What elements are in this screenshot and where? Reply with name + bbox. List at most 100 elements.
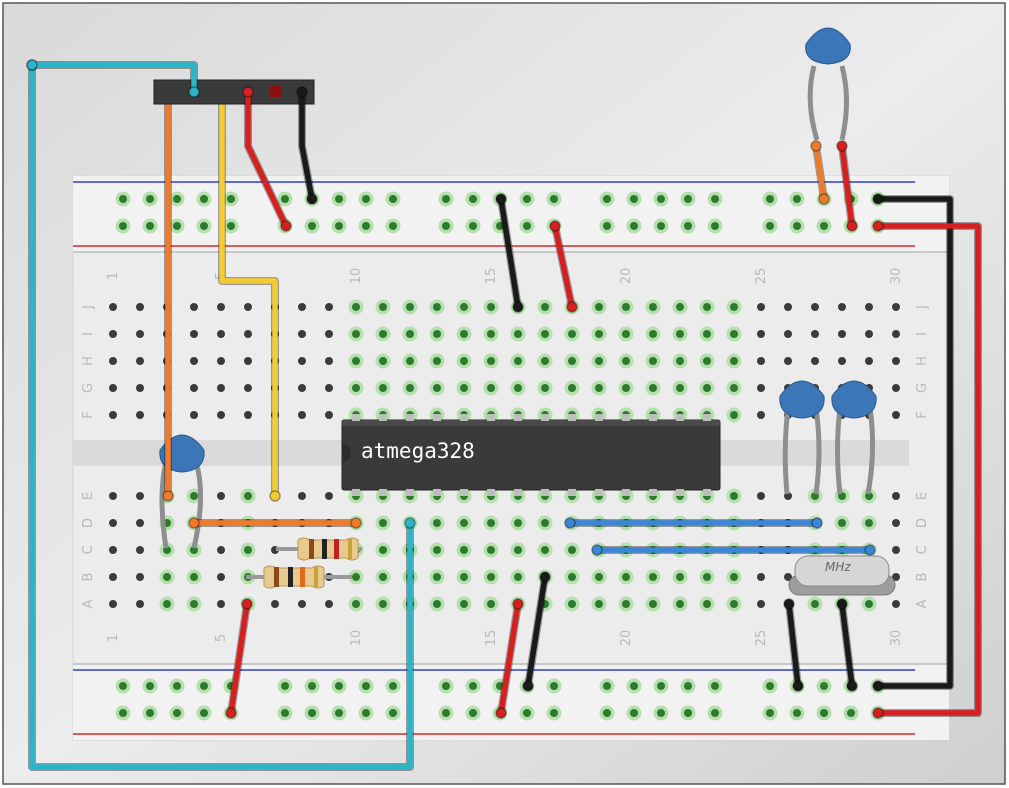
breadboard-hole bbox=[865, 357, 873, 365]
breadboard-hole bbox=[793, 222, 801, 230]
breadboard-hole bbox=[757, 600, 765, 608]
breadboard-hole bbox=[352, 600, 360, 608]
wire-black-top-mid bbox=[498, 196, 521, 310]
breadboard-hole bbox=[362, 682, 370, 690]
breadboard-hole bbox=[603, 222, 611, 230]
breadboard-hole bbox=[892, 303, 900, 311]
breadboard-hole bbox=[523, 222, 531, 230]
breadboard-hole bbox=[442, 195, 450, 203]
power-rail-top bbox=[73, 176, 949, 252]
wire-black-top-mid-end bbox=[495, 193, 507, 205]
breadboard-hole bbox=[460, 330, 468, 338]
wire-red-bottom-mid-end bbox=[512, 598, 524, 610]
breadboard-hole bbox=[308, 682, 316, 690]
breadboard-hole bbox=[119, 195, 127, 203]
wire-red-bottom-mid bbox=[498, 601, 521, 716]
chip-pin bbox=[622, 489, 630, 496]
chip-pin bbox=[676, 414, 684, 421]
breadboard-hole bbox=[657, 222, 665, 230]
breadboard-hole bbox=[442, 709, 450, 717]
wire-red-header-end bbox=[242, 86, 254, 98]
breadboard-hole bbox=[892, 573, 900, 581]
breadboard-hole bbox=[433, 303, 441, 311]
breadboard-hole bbox=[200, 682, 208, 690]
row-label: D bbox=[81, 518, 96, 528]
breadboard-hole bbox=[784, 303, 792, 311]
breadboard-hole bbox=[469, 195, 477, 203]
row-label: I bbox=[915, 332, 930, 336]
row-label: E bbox=[81, 492, 96, 500]
chip-pin bbox=[352, 489, 360, 496]
wire-red-bottom-mid-end bbox=[495, 707, 507, 719]
breadboard-hole bbox=[109, 492, 117, 500]
breadboard-hole bbox=[379, 546, 387, 554]
breadboard-hole bbox=[487, 573, 495, 581]
wire-cyan-loop bbox=[29, 62, 413, 770]
row-label: E bbox=[915, 492, 930, 500]
wire-blue-upper-end bbox=[564, 517, 576, 529]
wire-blue-lower-end bbox=[591, 544, 603, 556]
row-label: B bbox=[81, 573, 96, 582]
breadboard-hole bbox=[109, 330, 117, 338]
breadboard-hole bbox=[352, 303, 360, 311]
breadboard-hole bbox=[406, 357, 414, 365]
breadboard-hole bbox=[379, 519, 387, 527]
breadboard-hole bbox=[460, 546, 468, 554]
atmega-chip: atmega328 bbox=[341, 414, 721, 496]
column-number: 10 bbox=[349, 268, 364, 285]
breadboard-hole bbox=[595, 330, 603, 338]
breadboard-hole bbox=[630, 682, 638, 690]
wires bbox=[26, 59, 982, 771]
breadboard-hole bbox=[406, 303, 414, 311]
chip-pin bbox=[649, 414, 657, 421]
breadboard-hole bbox=[838, 303, 846, 311]
breadboard-hole bbox=[684, 709, 692, 717]
breadboard-hole bbox=[622, 357, 630, 365]
breadboard-hole bbox=[757, 411, 765, 419]
breadboard-hole bbox=[730, 573, 738, 581]
chip-pin bbox=[406, 489, 414, 496]
breadboard-hole bbox=[847, 709, 855, 717]
column-number: 20 bbox=[619, 630, 634, 647]
column-number: 20 bbox=[619, 268, 634, 285]
column-number: 1 bbox=[106, 272, 121, 280]
wire-red-bottom-left-end bbox=[241, 598, 253, 610]
capacitor-mid-1 bbox=[779, 380, 825, 495]
breadboard-hole bbox=[703, 357, 711, 365]
wire-red-cap-end bbox=[836, 140, 848, 152]
breadboard-hole bbox=[730, 330, 738, 338]
wire-cyan-header-end bbox=[26, 59, 38, 71]
chip-pin bbox=[622, 414, 630, 421]
wire-red-right-rail bbox=[875, 223, 981, 716]
breadboard-hole bbox=[460, 357, 468, 365]
breadboard-hole bbox=[389, 195, 397, 203]
row-label: F bbox=[915, 411, 930, 418]
resistor-bottom bbox=[246, 565, 352, 589]
breadboard-hole bbox=[703, 573, 711, 581]
breadboard-hole bbox=[298, 384, 306, 392]
column-number: 15 bbox=[484, 268, 499, 285]
row-label: C bbox=[81, 545, 96, 554]
breadboard-hole bbox=[630, 222, 638, 230]
breadboard-hole bbox=[514, 573, 522, 581]
header-pin-square bbox=[270, 86, 281, 97]
breadboard-hole bbox=[514, 357, 522, 365]
wire-red-right-rail-end bbox=[872, 707, 884, 719]
breadboard-hole bbox=[173, 222, 181, 230]
breadboard-hole bbox=[730, 384, 738, 392]
breadboard-hole bbox=[173, 195, 181, 203]
crystal-label: MHz bbox=[825, 560, 851, 574]
chip-pin bbox=[487, 414, 495, 421]
breadboard-hole bbox=[487, 303, 495, 311]
breadboard-hole bbox=[730, 411, 738, 419]
power-rail-bottom bbox=[73, 664, 949, 740]
breadboard-hole bbox=[703, 384, 711, 392]
breadboard-hole bbox=[595, 600, 603, 608]
breadboard-hole bbox=[433, 573, 441, 581]
wire-yellow bbox=[219, 89, 278, 499]
breadboard-hole bbox=[146, 222, 154, 230]
breadboard-hole bbox=[630, 709, 638, 717]
breadboard-hole bbox=[711, 222, 719, 230]
breadboard-hole bbox=[379, 573, 387, 581]
